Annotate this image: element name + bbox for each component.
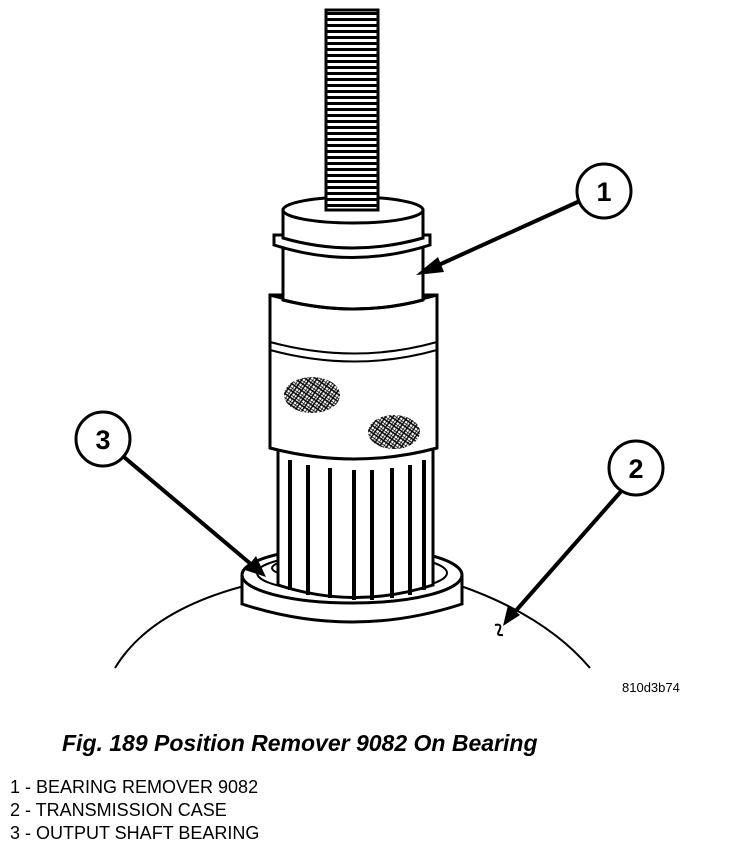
figure-caption: Fig. 189 Position Remover 9082 On Bearin… [62, 730, 538, 756]
svg-text:3: 3 [95, 425, 110, 455]
threaded-screw [324, 8, 380, 212]
svg-text:2: 2 [628, 454, 643, 484]
legend-item-2: 2 - TRANSMISSION CASE [10, 800, 227, 820]
bearing-remover-diagram: 1 2 3 [74, 8, 665, 669]
svg-text:1: 1 [596, 177, 611, 207]
leader-arrows [116, 198, 626, 626]
remover-ribbed-body [276, 438, 435, 600]
remover-upper-cylinder [281, 238, 425, 311]
remover-collar [272, 195, 432, 259]
remover-sleeve [268, 293, 439, 461]
callout-3: 3 [74, 410, 132, 468]
legend: 1 - BEARING REMOVER 9082 2 - TRANSMISSIO… [10, 776, 259, 845]
legend-item-1: 1 - BEARING REMOVER 9082 [10, 777, 259, 797]
transmission-case [114, 584, 591, 669]
callout-1: 1 [575, 162, 633, 220]
legend-item-3: 3 - OUTPUT SHAFT BEARING [10, 823, 260, 843]
callout-2: 2 [607, 439, 665, 497]
figure-reference-code: 810d3b74 [622, 680, 680, 695]
